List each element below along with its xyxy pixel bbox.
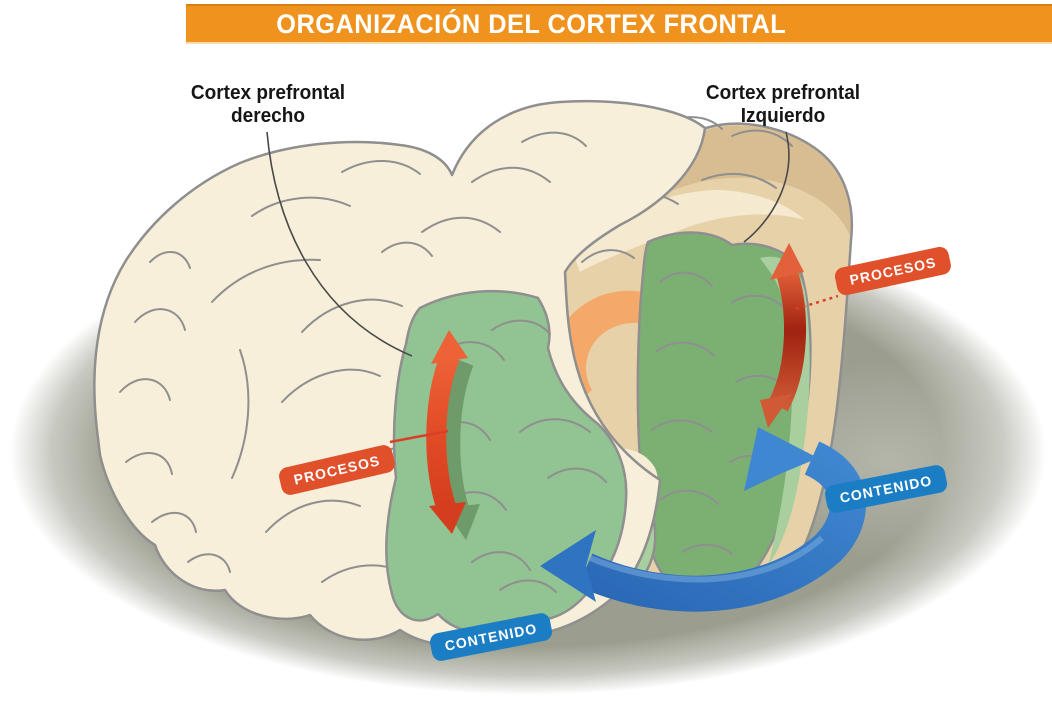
label-line-1: Cortex prefrontal bbox=[190, 82, 346, 104]
red-arrow-right bbox=[760, 243, 807, 428]
leader-line-procesos-left bbox=[389, 429, 449, 444]
page-title: ORGANIZACIÓN DEL CORTEX FRONTAL bbox=[276, 8, 786, 39]
brain-right-cream-band bbox=[572, 190, 805, 272]
label-cortex-prefrontal-derecho: Cortex prefrontal derecho bbox=[191, 82, 345, 128]
brain-right-top-gyri bbox=[565, 125, 851, 243]
leader-line-procesos-right bbox=[795, 294, 839, 311]
leader-line-right-cortex bbox=[266, 131, 413, 357]
red-arrow-left bbox=[426, 330, 480, 540]
label-line-1: Cortex prefrontal bbox=[705, 82, 861, 104]
leader-line-left-cortex bbox=[743, 131, 790, 243]
label-cortex-prefrontal-izquierdo: Cortex prefrontal Izquierdo bbox=[706, 82, 860, 128]
label-line-2: derecho bbox=[231, 105, 305, 127]
label-line-2: Izquierdo bbox=[740, 105, 826, 127]
title-banner: ORGANIZACIÓN DEL CORTEX FRONTAL bbox=[186, 4, 1052, 44]
